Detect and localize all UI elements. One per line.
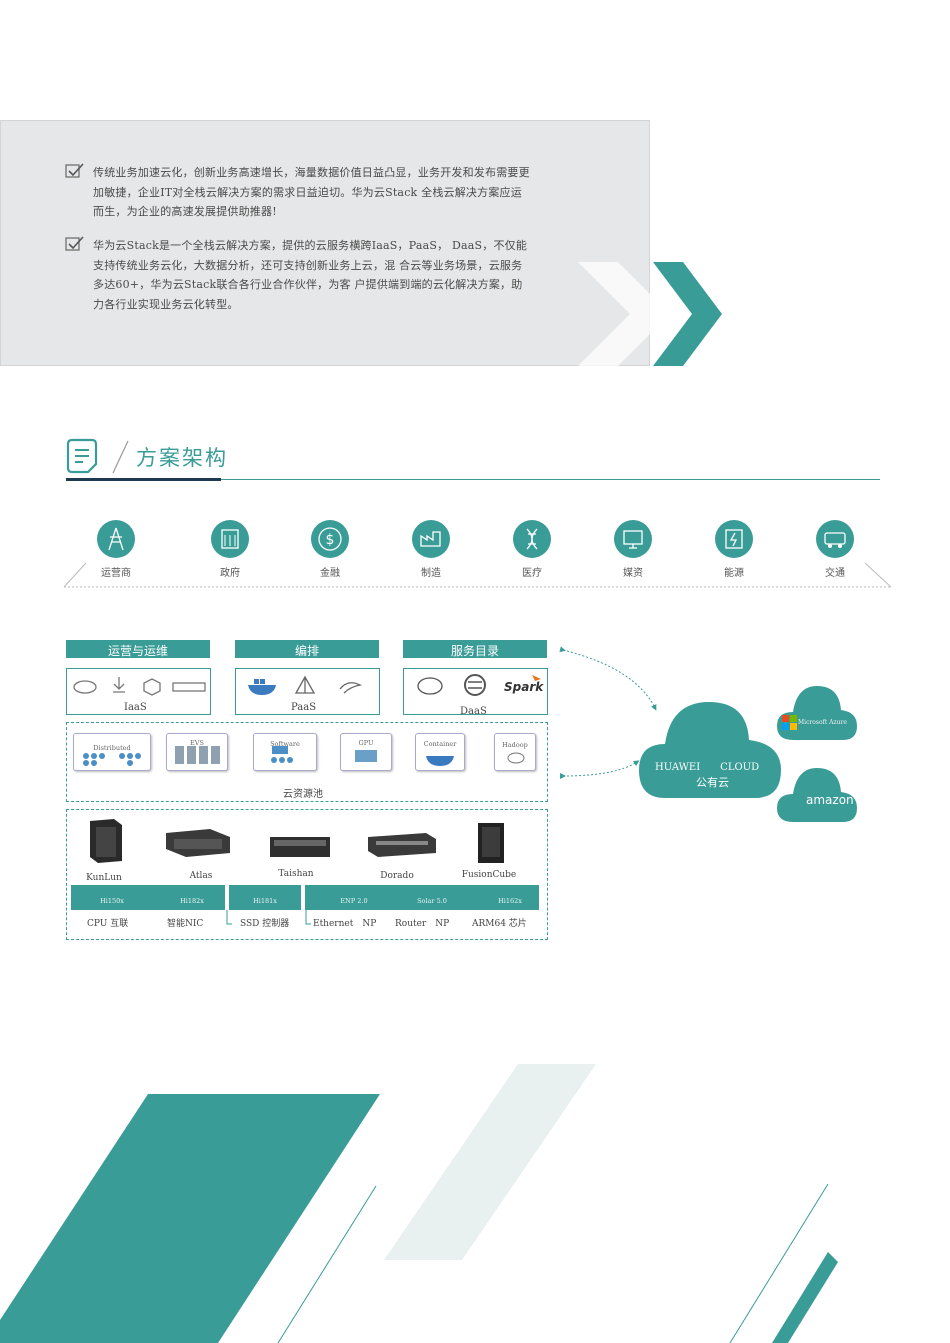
section-rule xyxy=(66,479,880,480)
orchestration-bar: 编排 xyxy=(235,640,379,658)
industry-carrier: 运营商 xyxy=(76,520,156,579)
ops-bar: 运营与运维 xyxy=(66,640,210,658)
paas-icons xyxy=(248,675,362,695)
energy-icon xyxy=(715,520,753,558)
download-icon xyxy=(113,677,125,693)
industry-finance: $ 金融 xyxy=(290,520,370,579)
chevron-decoration xyxy=(578,262,722,366)
pool-item: GPU xyxy=(340,733,392,771)
iaas-box: IaaS xyxy=(66,668,211,715)
svg-text:$: $ xyxy=(326,532,335,548)
hadoop-icon xyxy=(417,677,443,695)
pool-label: 云资源池 xyxy=(283,789,323,800)
cube-icon xyxy=(143,678,161,696)
chip-desc: CPU 互联 xyxy=(87,919,129,929)
dollar-icon: $ xyxy=(311,520,349,558)
cloud-icon xyxy=(73,680,97,694)
chip-bracket xyxy=(226,910,311,925)
chip-bar: Hi181x xyxy=(229,885,301,910)
industry-energy: 能源 xyxy=(694,520,774,579)
slash-divider xyxy=(112,440,129,474)
dorado-storage-icon xyxy=(368,833,436,857)
huawei-cloud-icon xyxy=(639,702,781,798)
arrow-pool xyxy=(559,760,640,780)
arrow-catalog xyxy=(559,646,657,711)
chip-desc: 智能NIC xyxy=(167,919,204,929)
chip-desc: Ethernet NP xyxy=(313,919,377,929)
network-icon xyxy=(294,675,316,694)
factory-icon xyxy=(412,520,450,558)
taishan-server-icon xyxy=(270,837,330,857)
daas-icons: Spark xyxy=(417,674,544,696)
server-label: Atlas xyxy=(189,871,213,881)
intro-panel: 传统业务加速云化，创新业务高速增长，海量数据价值日益凸显，业务开发和发布需要更加… xyxy=(0,120,650,366)
pool-item: Container xyxy=(415,733,465,771)
docker-icon xyxy=(248,679,276,695)
database-icon xyxy=(464,674,486,696)
pool-item: Distributed xyxy=(73,733,151,771)
atlas-server-icon xyxy=(166,829,230,857)
huawei-cloud-sub: 公有云 xyxy=(696,776,729,789)
intro-text-1: 传统业务加速云化，创新业务高速增长，海量数据价值日益凸显，业务开发和发布需要更加… xyxy=(93,166,530,218)
checkbox-icon xyxy=(65,236,84,251)
huawei-cloud-name: HUAWEI CLOUD xyxy=(655,762,760,773)
industry-medical: 医疗 xyxy=(492,520,572,579)
pool-item: Software xyxy=(253,733,317,771)
storage-icon xyxy=(172,682,206,692)
azure-cloud-icon xyxy=(777,686,857,740)
server-label: FusionCube xyxy=(461,870,517,880)
document-icon xyxy=(66,438,98,474)
industry-transport: 交通 xyxy=(795,520,875,579)
chip-desc: ARM64 芯片 xyxy=(472,919,527,929)
section-rule-accent xyxy=(66,478,221,481)
server-label: KunLun xyxy=(86,873,122,883)
monitor-icon xyxy=(614,520,652,558)
building-icon xyxy=(211,520,249,558)
chip-desc: Router NP xyxy=(395,919,450,929)
industry-base xyxy=(63,562,892,588)
server-label: Taishan xyxy=(278,869,314,879)
resource-pool xyxy=(66,722,548,802)
industry-media: 媒资 xyxy=(593,520,673,579)
svg-text:Spark: Spark xyxy=(504,680,544,694)
pool-item: Hadoop xyxy=(494,733,536,771)
section-title: 方案架构 xyxy=(136,446,228,470)
cloud-area xyxy=(559,646,857,822)
azure-label: Microsoft Azure xyxy=(798,719,847,726)
industry-manufacturing: 制造 xyxy=(391,520,471,579)
paas-box: PaaS xyxy=(235,668,380,715)
checkbox-icon xyxy=(65,163,84,178)
server-label: Dorado xyxy=(380,871,414,881)
hardware-layer xyxy=(66,809,548,940)
chip-bar: Hi150x Hi182x xyxy=(71,885,225,910)
tower-icon xyxy=(97,520,135,558)
pool-item: EVS xyxy=(166,733,228,771)
bottom-decoration xyxy=(0,1064,838,1343)
server-images xyxy=(90,819,504,863)
chip-desc: SSD 控制器 xyxy=(240,919,290,929)
iaas-icons xyxy=(73,677,206,696)
fusioncube-server-icon xyxy=(478,823,504,863)
amazon-cloud-icon xyxy=(777,768,857,822)
catalog-bar: 服务目录 xyxy=(403,640,547,658)
kunlun-server-icon xyxy=(90,819,122,863)
intro-text-2: 华为云Stack是一个全栈云解决方案，提供的云服务横跨IaaS，PaaS， Da… xyxy=(93,239,528,311)
bird-icon xyxy=(339,682,362,694)
dna-icon xyxy=(513,520,551,558)
vehicle-icon xyxy=(816,520,854,558)
daas-box: Spark DaaS xyxy=(403,668,548,717)
industry-government: 政府 xyxy=(190,520,270,579)
chip-bar: ENP 2.0 Solar 5.0 Hi162x xyxy=(305,885,539,910)
amazon-label: amazon xyxy=(806,793,854,807)
spark-icon: Spark xyxy=(504,675,544,694)
